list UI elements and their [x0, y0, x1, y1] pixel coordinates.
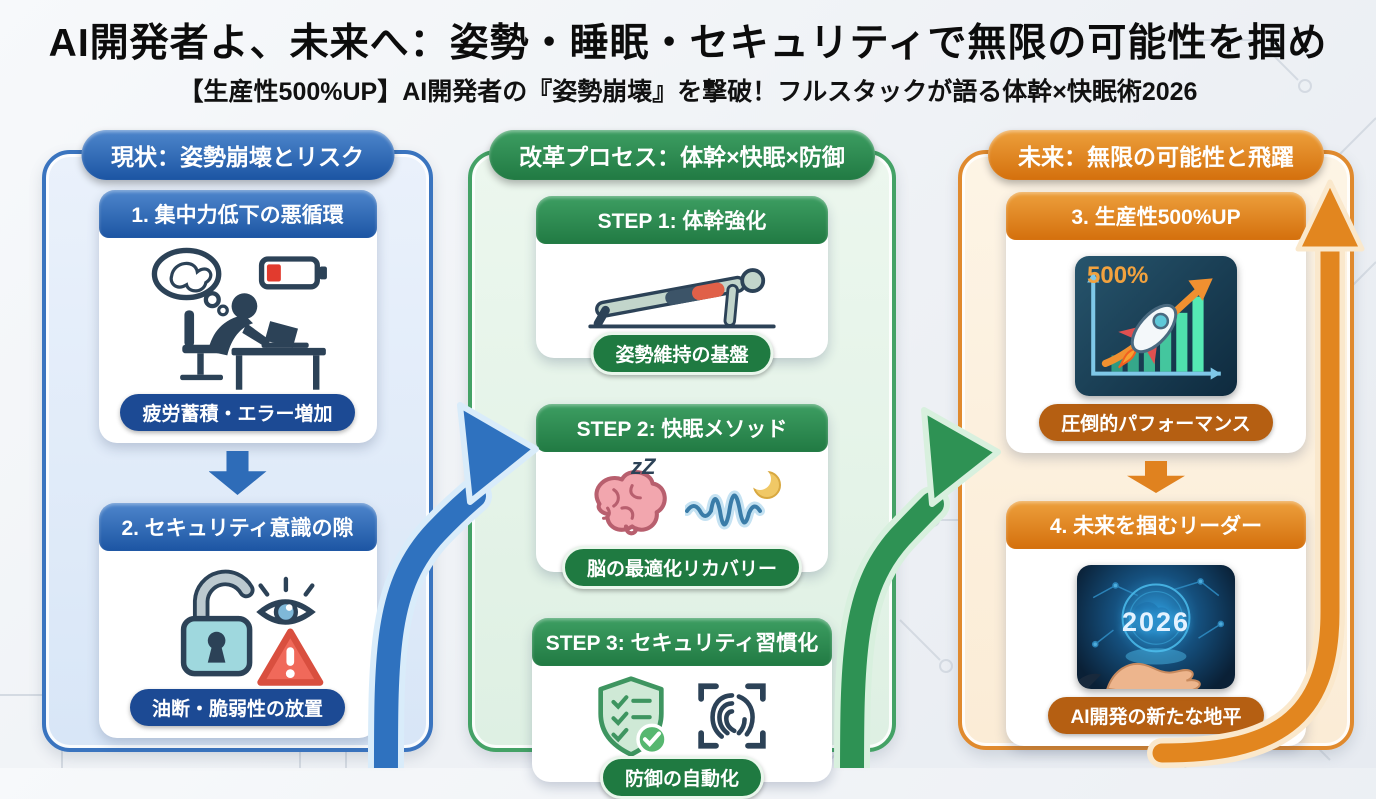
card-security-awareness-gap: 2. セキュリティ意識の隙 — [98, 503, 377, 738]
security-risk-icon — [180, 569, 324, 686]
caption-pill: 油断・脆弱性の放置 — [129, 689, 345, 726]
step-title: STEP 3: セキュリティ習慣化 — [532, 618, 832, 666]
card-productivity-500: 3. 生産性500%UP 500% — [1006, 192, 1306, 453]
warning-triangle-icon — [257, 628, 324, 686]
caption-pill: 疲労蓄積・エラー増加 — [120, 394, 355, 431]
crescent-moon-icon — [749, 468, 781, 499]
badge-2026: 2026 — [1121, 607, 1191, 637]
card-future-leader: 4. 未来を掴むリーダー 2026 — [1006, 501, 1306, 746]
caption-pill: 脳の最適化リカバリー — [561, 546, 803, 589]
fingerprint-icon — [698, 683, 766, 749]
sleep-zz-icon: zZ — [631, 454, 656, 479]
waveform-icon — [685, 468, 781, 530]
card-title: 3. 生産性500%UP — [1006, 192, 1306, 240]
globe-in-hand-icon: 2026 — [1077, 565, 1235, 689]
card-concentration-decline: 1. 集中力低下の悪循環 — [98, 190, 377, 443]
down-arrow-icon — [208, 451, 267, 495]
caption-pill: AI開発の新たな地平 — [1048, 697, 1264, 734]
eye-icon — [256, 576, 316, 625]
card-step3-security-habit: STEP 3: セキュリティ習慣化 — [532, 618, 832, 799]
shield-check-icon — [598, 676, 668, 757]
column-header-process: 改革プロセス：体幹×快眠×防御 — [489, 130, 875, 180]
caption-pill: 圧倒的パフォーマンス — [1039, 404, 1273, 441]
page-title: AI開発者よ、未来へ：姿勢・睡眠・セキュリティで無限の可能性を掴め — [48, 22, 1328, 65]
column-header-future: 未来：無限の可能性と飛躍 — [988, 130, 1324, 180]
plank-exercise-icon — [588, 268, 776, 329]
column-current-state: 現状：姿勢崩壊とリスク 1. 集中力低下の悪循環 — [42, 130, 433, 752]
step-title: STEP 1: 体幹強化 — [536, 196, 828, 244]
down-arrow-icon — [1127, 461, 1185, 493]
badge-500-percent: 500% — [1087, 262, 1149, 289]
card-step1-core-training: STEP 1: 体幹強化 姿勢維持の基盤 — [536, 196, 828, 375]
caption-pill: 防御の自動化 — [599, 756, 765, 799]
card-title: 2. セキュリティ意識の隙 — [98, 503, 377, 551]
column-header-current: 現状：姿勢崩壊とリスク — [81, 130, 394, 180]
step-title: STEP 2: 快眠メソッド — [536, 404, 828, 452]
card-title: 4. 未来を掴むリーダー — [1006, 501, 1306, 549]
caption-pill: 姿勢維持の基盤 — [590, 332, 774, 375]
low-battery-icon — [258, 256, 327, 290]
thought-bubble-icon — [151, 247, 221, 301]
column-future: 未来：無限の可能性と飛躍 3. 生産性500%UP 500% — [958, 130, 1354, 750]
card-step2-sleep-method: STEP 2: 快眠メソッド zZ — [536, 404, 828, 589]
slouched-developer-icon — [151, 247, 327, 390]
page-subtitle: 【生産性500%UP】AI開発者の『姿勢崩壊』を撃破！フルスタックが語る体幹×快… — [178, 78, 1198, 106]
card-title: 1. 集中力低下の悪循環 — [98, 190, 377, 238]
open-padlock-icon — [180, 569, 255, 677]
brain-icon — [594, 470, 667, 536]
growth-chart-icon: 500% — [1075, 256, 1237, 396]
column-reform-process: 改革プロセス：体幹×快眠×防御 STEP 1: 体幹強化 姿勢維持の基盤 — [468, 130, 896, 799]
